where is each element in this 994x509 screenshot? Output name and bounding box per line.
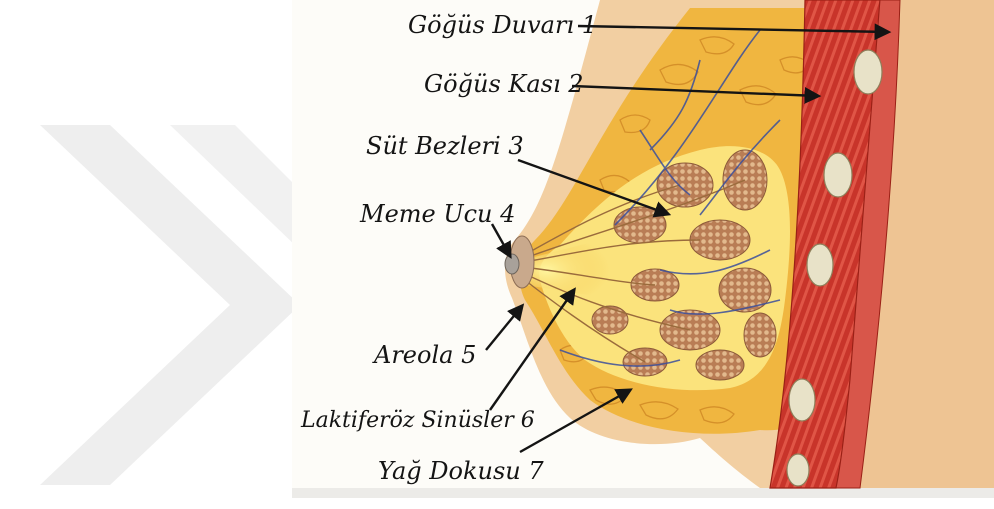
label-nipple: Meme Ucu 4 xyxy=(359,200,515,228)
label-areola: Areola 5 xyxy=(372,341,476,369)
label-fat-tissue: Yağ Dokusu 7 xyxy=(378,457,544,485)
nipple xyxy=(505,254,519,274)
label-chest-wall: Göğüs Duvarı 1 xyxy=(408,11,597,39)
paper-bottom-edge xyxy=(292,488,994,498)
label-chest-muscle: Göğüs Kası 2 xyxy=(424,70,584,98)
label-milk-glands: Süt Bezleri 3 xyxy=(366,132,524,160)
watermark-chevrons xyxy=(40,125,300,485)
label-lactiferous-sinuses: Laktiferöz Sinüsler 6 xyxy=(300,408,535,433)
